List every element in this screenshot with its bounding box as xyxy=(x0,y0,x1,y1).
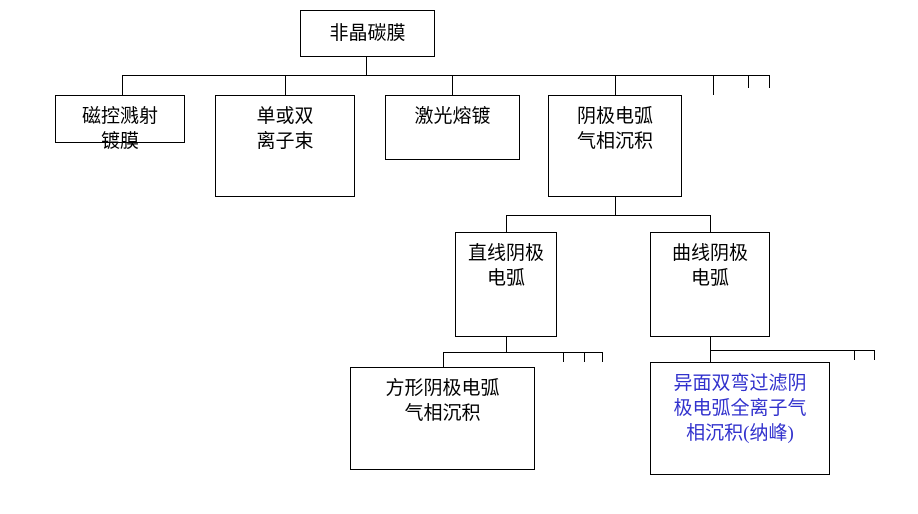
node-square-cathodic-arc: 方形阴极电弧 气相沉积 xyxy=(350,367,535,470)
connector-stub xyxy=(602,352,603,362)
node-ion-beam: 单或双 离子束 xyxy=(215,95,355,197)
connector-line xyxy=(615,197,616,215)
connector-stub xyxy=(584,352,585,362)
connector-line xyxy=(285,75,286,95)
node-magnetron-sputtering: 磁控溅射 镀膜 xyxy=(55,95,185,152)
connector-line xyxy=(506,215,507,232)
connector-line xyxy=(615,75,616,95)
node-amorphous-carbon-film: 非晶碳膜 xyxy=(300,10,435,57)
connector-stub xyxy=(713,75,714,95)
connector-line xyxy=(710,350,875,351)
connector-stub xyxy=(854,350,855,360)
connector-stub xyxy=(748,75,749,88)
node-straight-cathodic-arc: 直线阴极 电弧 xyxy=(455,232,557,337)
node-curved-cathodic-arc: 曲线阴极 电弧 xyxy=(650,232,770,337)
connector-line xyxy=(366,57,367,75)
connector-line xyxy=(443,352,444,367)
node-cathodic-arc-deposition: 阴极电弧 气相沉积 xyxy=(548,95,682,197)
node-filtered-cathodic-arc: 异面双弯过滤阴 极电弧全离子气 相沉积(纳峰) xyxy=(650,362,830,475)
connector-line xyxy=(122,75,123,95)
connector-line xyxy=(506,215,711,216)
connector-line xyxy=(452,75,453,95)
connector-stub xyxy=(874,350,875,360)
connector-line xyxy=(506,337,507,352)
connector-stub xyxy=(563,352,564,362)
connector-line xyxy=(710,215,711,232)
node-laser-cladding: 激光熔镀 xyxy=(385,95,520,160)
connector-line xyxy=(710,337,711,350)
connector-stub xyxy=(769,75,770,88)
connector-line xyxy=(122,75,770,76)
connector-line xyxy=(710,350,711,362)
connector-line xyxy=(443,352,603,353)
